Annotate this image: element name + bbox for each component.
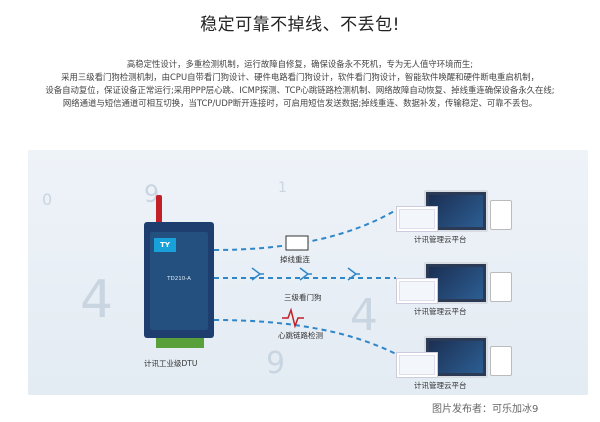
description: 高稳定性设计，多重检测机制，运行故障自修复，确保设备永不死机，专为无人值守环境而…	[4, 58, 596, 110]
watermark-digit: 4	[350, 290, 378, 341]
tablet-icon	[490, 272, 512, 302]
dtu-device: TY TD210-A	[144, 222, 214, 338]
description-line: 网络通道与短信通道可相互切换，当TCP/UDP断开连接时，可启用短信发送数据;掉…	[62, 98, 538, 108]
heartbeat-icon	[282, 307, 304, 329]
dtu-logo: TY	[154, 238, 176, 252]
network-diagram: 4 4 9 9 1 0 掉线重连 三级看门狗 心跳链路检测 TY TD210-A…	[28, 150, 588, 395]
watermark-digit: 1	[278, 180, 287, 196]
cloud-platform-label: 计讯管理云平台	[414, 381, 467, 390]
dtu-model: TD210-A	[167, 276, 191, 282]
description-line: 采用三级看门狗检测机制，由CPU自带看门狗设计、硬件电路看门狗设计，软件看门狗设…	[61, 72, 539, 82]
terminal-block	[156, 338, 204, 348]
watermark-digit: 4	[80, 270, 114, 330]
laptop-icon	[396, 278, 438, 304]
cloud-platform-label: 计讯管理云平台	[414, 235, 467, 244]
watermark-digit: 9	[144, 180, 160, 208]
link-lines	[213, 209, 397, 355]
link-label-reconnect: 掉线重连	[280, 255, 310, 264]
antenna-icon	[156, 195, 162, 225]
watchdog-icon	[251, 267, 360, 281]
link-line-reconnect	[213, 209, 397, 251]
link-label-heartbeat: 心跳链路检测	[278, 331, 323, 340]
cloud-platform-label: 计讯管理云平台	[414, 307, 467, 316]
link-label-watchdog: 三级看门狗	[284, 293, 322, 302]
description-line: 设备自动复位，保证设备正常运行;采用PPP层心跳、ICMP探测、TCP心跳链路检…	[45, 85, 555, 95]
reconnect-icon	[285, 235, 309, 251]
link-line-heartbeat	[213, 319, 397, 355]
laptop-icon	[396, 206, 438, 232]
image-credit: 图片发布者：可乐加冰9	[432, 404, 539, 415]
device-label: 计讯工业级DTU	[144, 359, 198, 368]
tablet-icon	[490, 200, 512, 230]
watermark-digit: 9	[266, 346, 286, 381]
laptop-icon	[396, 352, 438, 378]
tablet-icon	[490, 346, 512, 376]
description-line: 高稳定性设计，多重检测机制，运行故障自修复，确保设备永不死机，专为无人值守环境而…	[126, 59, 474, 69]
watermark-digit: 0	[42, 190, 53, 209]
page-title: 稳定可靠不掉线、不丢包!	[200, 15, 400, 35]
